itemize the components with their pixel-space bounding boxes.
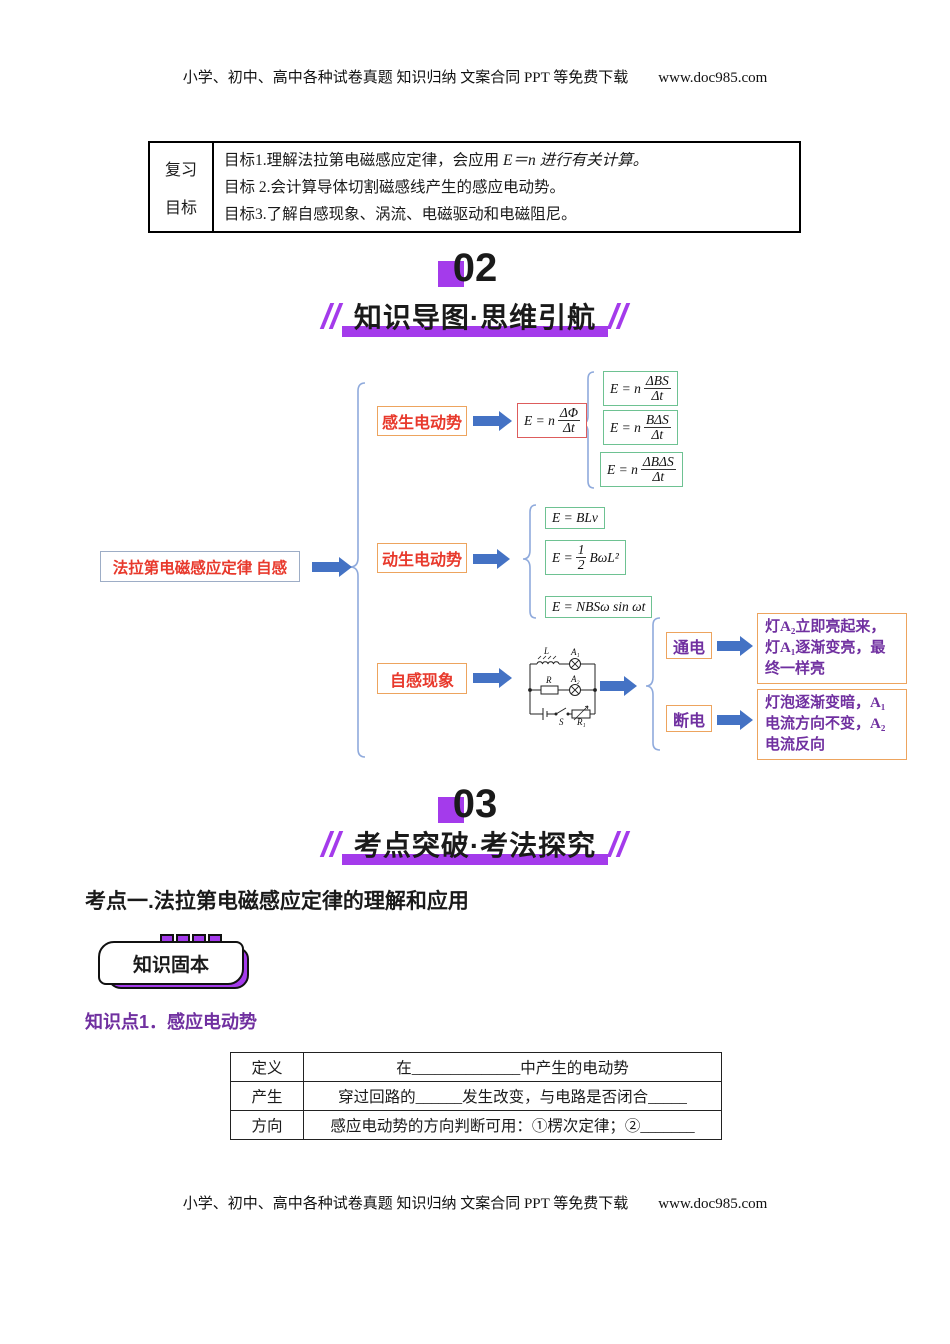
- section-03-title-text: 考点突破·考法探究: [353, 830, 597, 861]
- section-03-heading: 考点突破·考法探究: [0, 824, 950, 865]
- root-brace: [349, 382, 366, 758]
- goals-body-cell: 目标1.理解法拉第电磁感应定律，会应用 E＝n 进行有关计算。 目标 2.会计算…: [214, 143, 799, 231]
- case-switch-on-result: 灯A₂立即亮起来，灯A₁逐渐变亮，最终一样亮: [757, 613, 907, 684]
- section-02-title: 知识导图·思维引航: [341, 296, 609, 337]
- topic-heading: 考点一.法拉第电磁感应定律的理解和应用: [85, 890, 469, 913]
- section-02-number-text: 02: [452, 246, 498, 290]
- self-induction-circuit: L A₁ R A₂ S R₁: [528, 646, 597, 727]
- label-resistor: R: [545, 675, 552, 685]
- row-content: 穿过回路的______发生改变，与电路是否闭合_____: [303, 1081, 722, 1111]
- knowledge-badge: 知识固本: [98, 934, 258, 990]
- goal-item-2: 目标 2.会计算导体切割磁感线产生的感应电动势。: [224, 174, 799, 201]
- row-label: 方向: [230, 1110, 304, 1140]
- goals-label-line1: 复习: [164, 162, 197, 179]
- row-label: 定义: [230, 1052, 304, 1082]
- table-row-definition: 定义 在______________中产生的电动势: [230, 1052, 722, 1082]
- section-03-number: 03: [437, 782, 498, 826]
- section-03-number-row: 03: [0, 784, 950, 824]
- goal-1-text: 目标1.理解法拉第电磁感应定律，会应用: [224, 152, 504, 169]
- arrow-case-on: [717, 636, 753, 656]
- arrow-circuit: [600, 676, 637, 696]
- branch-induced-emf: 感生电动势: [377, 406, 467, 436]
- formula-blv: E = BLv: [545, 507, 605, 529]
- flow-arrows: [312, 411, 753, 730]
- goals-label-cell: 复习 目标: [150, 143, 214, 231]
- branch-motional-emf: 动生电动势: [377, 543, 467, 573]
- section-02-number-row: 02: [0, 248, 950, 288]
- label-rheostat: R₁: [576, 717, 586, 727]
- inductor-symbol: [536, 661, 560, 665]
- section-03-title: 考点突破·考法探究: [341, 824, 609, 865]
- knowledge-point-title: 知识点1．感应电动势: [85, 1012, 258, 1032]
- rheostat-symbol: [571, 709, 591, 719]
- definition-table: 定义 在______________中产生的电动势 产生 穿过回路的______…: [230, 1052, 722, 1140]
- inductor-core: [537, 655, 557, 660]
- purple-underline-bar: [341, 854, 609, 865]
- header-url: www.doc985.com: [658, 70, 768, 86]
- goals-label-line2: 目标: [164, 200, 197, 217]
- resistor-symbol: [540, 685, 559, 695]
- table-row-direction: 方向 感应电动势的方向判断可用：①楞次定律；②_______: [230, 1110, 722, 1140]
- goal-1-math: E＝n 进行有关计算。: [503, 152, 649, 169]
- row-content: 感应电动势的方向判断可用：①楞次定律；②_______: [303, 1110, 722, 1140]
- battery-symbol: [542, 708, 550, 720]
- label-lamp2: A₂: [570, 674, 580, 684]
- lamp-a1-icon: [569, 658, 581, 670]
- branch3-brace: [645, 617, 661, 751]
- switch-symbol: [555, 707, 567, 715]
- section-03-number-text: 03: [452, 782, 498, 826]
- purple-square-decoration: [437, 797, 464, 823]
- goal-item-3: 目标3.了解自感现象、涡流、电磁驱动和电磁阻尼。: [224, 201, 799, 228]
- arrow-branch3: [473, 668, 512, 688]
- branch-self-induction: 自感现象: [377, 663, 467, 694]
- label-lamp1: A₁: [570, 647, 580, 657]
- goal-2-text: 目标 2.会计算导体切割磁感线产生的感应电动势。: [224, 179, 566, 196]
- arrow-case-off: [717, 710, 753, 730]
- branch2-brace: [522, 504, 537, 619]
- case-switch-off-result: 灯泡逐渐变暗，A₁电流方向不变，A₂电流反向: [757, 689, 907, 760]
- goal-3-text: 目标3.了解自感现象、涡流、电磁驱动和电磁阻尼。: [224, 206, 577, 223]
- formula-nbsw-sinwt: E = NBSω sin ωt: [545, 596, 653, 618]
- footer-text: 小学、初中、高中各种试卷真题 知识归纳 文案合同 PPT 等免费下载: [182, 1196, 629, 1212]
- row-content: 在______________中产生的电动势: [303, 1052, 722, 1082]
- goal-item-1: 目标1.理解法拉第电磁感应定律，会应用 E＝n 进行有关计算。: [224, 147, 799, 174]
- case-switch-on: 通电: [666, 632, 712, 659]
- header-text: 小学、初中、高中各种试卷真题 知识归纳 文案合同 PPT 等免费下载: [182, 70, 629, 86]
- arrow-branch2: [473, 549, 510, 569]
- badge-label: 知识固本: [98, 941, 244, 985]
- section-02-title-text: 知识导图·思维引航: [353, 302, 597, 333]
- label-switch: S: [559, 717, 564, 727]
- label-inductor: L: [543, 646, 549, 656]
- table-row-generation: 产生 穿过回路的______发生改变，与电路是否闭合_____: [230, 1081, 722, 1111]
- purple-underline-bar: [341, 326, 609, 337]
- mindmap-root-node: 法拉第电磁感应定律 自感: [100, 551, 300, 582]
- section-02-number: 02: [437, 246, 498, 290]
- arrow-branch1: [473, 411, 512, 431]
- purple-square-decoration: [437, 261, 464, 287]
- page-footer: 小学、初中、高中各种试卷真题 知识归纳 文案合同 PPT 等免费下载 www.do…: [0, 1192, 950, 1213]
- section-02-heading: 知识导图·思维引航: [0, 296, 950, 337]
- review-goals-table: 复习 目标 目标1.理解法拉第电磁感应定律，会应用 E＝n 进行有关计算。 目标…: [148, 141, 801, 233]
- lamp-a2-icon: [569, 684, 581, 696]
- case-switch-off: 断电: [666, 705, 712, 732]
- footer-url: www.doc985.com: [658, 1196, 768, 1212]
- page-header: 小学、初中、高中各种试卷真题 知识归纳 文案合同 PPT 等免费下载 www.do…: [0, 66, 950, 87]
- arrow-root: [312, 557, 352, 577]
